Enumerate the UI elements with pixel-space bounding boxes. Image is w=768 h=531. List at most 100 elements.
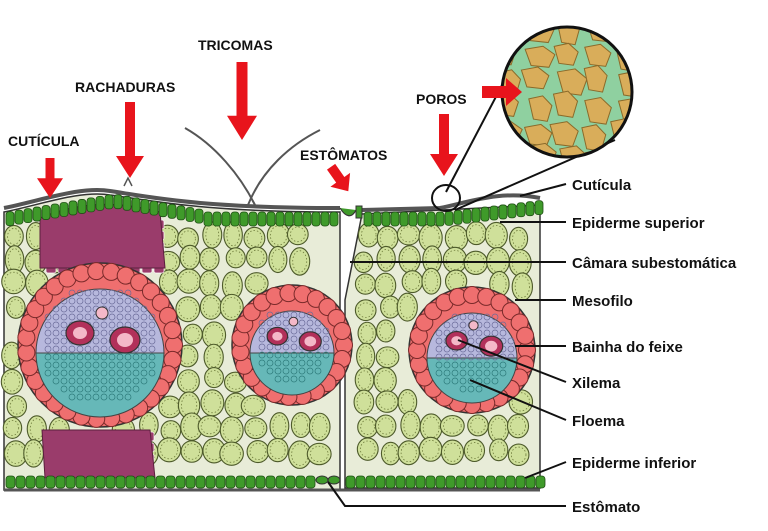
vascular-cell — [282, 375, 290, 383]
sheath-cell — [130, 273, 149, 292]
label-rachaduras: RACHADURAS — [75, 79, 175, 95]
label-tricomas: TRICOMAS — [198, 37, 273, 53]
vascular-cell — [100, 345, 108, 353]
vascular-cell — [60, 297, 68, 305]
vascular-cell — [266, 367, 274, 375]
vascular-cell — [132, 321, 140, 329]
vascular-cell — [108, 313, 116, 321]
vascular-cell — [306, 359, 314, 367]
lower-epidermis-cell — [225, 475, 236, 489]
cuticle-plate — [610, 118, 632, 144]
upper-epidermis-cell — [516, 202, 526, 218]
mesophyll-cell-inner — [180, 372, 197, 391]
vascular-cell — [116, 361, 124, 369]
mesophyll-cell-inner — [247, 275, 266, 292]
vascular-cell — [132, 297, 140, 305]
mesophyll-cell-inner — [3, 372, 21, 392]
vascular-cell — [84, 353, 92, 361]
upper-epidermis-cell — [50, 203, 60, 219]
vascular-cell — [459, 313, 467, 321]
lower-stoma — [315, 475, 341, 485]
vascular-cell — [60, 353, 68, 361]
vascular-cell — [60, 313, 68, 321]
mesophyll-cell-inner — [205, 224, 220, 246]
vascular-cell — [92, 345, 100, 353]
vascular-cell — [76, 361, 84, 369]
mesophyll-cell — [157, 437, 182, 463]
mesophyll-cell-inner — [183, 443, 200, 460]
vascular-cell — [499, 369, 507, 377]
mesophyll-cell-inner — [512, 229, 526, 248]
upper-epidermis-cell — [140, 199, 150, 214]
vascular-cell — [68, 393, 76, 401]
vascular-cell — [475, 353, 483, 361]
lower-epidermis-cell — [145, 475, 156, 489]
vascular-cell — [322, 343, 330, 351]
vascular-cell — [84, 377, 92, 385]
vascular-cell — [298, 367, 306, 375]
vascular-cell — [258, 343, 266, 351]
vascular-cell — [100, 377, 108, 385]
vascular-cell — [60, 345, 68, 353]
vascular-cell — [140, 377, 148, 385]
mesophyll-cell-inner — [399, 295, 415, 319]
mesophyll-cell-inner — [249, 443, 267, 460]
vascular-cell — [290, 343, 298, 351]
vascular-cell — [100, 361, 108, 369]
vascular-cell — [499, 361, 507, 369]
label-camara-subestomatica: Câmara subestomática — [572, 255, 737, 272]
vascular-cell — [108, 289, 116, 297]
vascular-cell — [84, 361, 92, 369]
mesophyll-cell-inner — [271, 249, 285, 270]
mesophyll-cell-inner — [379, 322, 393, 340]
upper-epidermis-cell — [5, 211, 15, 227]
lower-epidermis-cell — [285, 475, 296, 489]
vascular-cell — [52, 329, 60, 337]
vascular-cell — [282, 367, 290, 375]
mesophyll-cell-inner — [447, 228, 466, 249]
red-arrow-estomatos — [326, 163, 351, 192]
upper-epidermis-cell — [329, 211, 339, 227]
label-epiderme-inferior: Epiderme inferior — [572, 455, 696, 472]
vascular-cell — [108, 377, 116, 385]
sheath-cell — [17, 328, 36, 347]
vascular-cell — [499, 321, 507, 329]
trichome-2 — [247, 129, 321, 206]
mesophyll-cell-inner — [514, 275, 530, 298]
sheath-cell — [72, 264, 91, 283]
vascular-cell — [44, 313, 52, 321]
vascular-cell — [290, 375, 298, 383]
upper-epidermis-cell — [86, 197, 96, 213]
vascular-cell — [92, 369, 100, 377]
vascular-cell — [451, 369, 459, 377]
mesophyll-cell-inner — [227, 374, 244, 390]
cuticle-plate — [556, 68, 588, 96]
mesophyll-cell-inner — [361, 225, 377, 245]
lower-epidermis-cell — [455, 475, 466, 489]
vascular-cell — [132, 353, 140, 361]
vascular-cell — [76, 297, 84, 305]
vascular-cell — [124, 393, 132, 401]
pore-zoom-ring — [431, 184, 461, 212]
mesophyll-cell-inner — [5, 419, 20, 436]
vascular-cell — [132, 377, 140, 385]
lower-epidermis-cell — [35, 475, 46, 489]
xylem-vessel-lumen — [73, 327, 87, 339]
vascular-cell — [92, 289, 100, 297]
vascular-cell — [290, 359, 298, 367]
vascular-cell — [68, 289, 76, 297]
upper-epidermis-cell — [444, 210, 454, 226]
vascular-cell — [52, 313, 60, 321]
sheath-cell — [165, 336, 183, 354]
mesophyll-cell-inner — [246, 229, 263, 247]
vascular-cell — [108, 353, 116, 361]
lower-epidermis-cell — [75, 475, 86, 489]
upper-epidermis-cell — [68, 200, 78, 216]
mesophyll-cell — [219, 293, 244, 321]
vascular-cell — [322, 351, 330, 359]
xylem-vessel-lumen — [451, 336, 463, 346]
vascular-cell — [491, 377, 499, 385]
mesophyll-cell-inner — [400, 443, 417, 463]
vascular-cell — [467, 361, 475, 369]
vascular-cell — [491, 321, 499, 329]
